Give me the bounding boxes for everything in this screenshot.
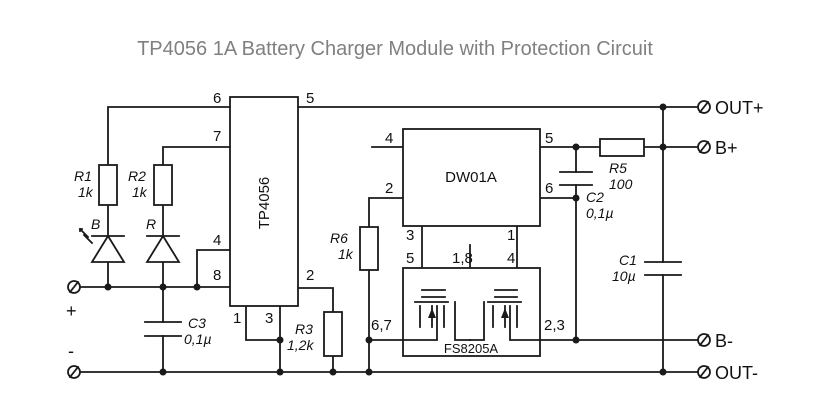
component-labels: R1 1k R2 1k B R C3 0,1µ R3 1,2k R6 1k R5… (74, 160, 637, 353)
r2-name: R2 (128, 168, 146, 184)
resistor-r5 (599, 138, 645, 157)
r6-name: R6 (330, 230, 348, 246)
resistor-r6 (359, 226, 379, 271)
dw01a-chip (402, 128, 541, 227)
led-r-name: R (146, 216, 156, 232)
r3-value: 1,2k (287, 337, 314, 353)
r1-name: R1 (74, 168, 92, 184)
capacitor-c1 (644, 261, 682, 276)
wire-pin4-pin8 (196, 249, 231, 288)
pin-label: 5 (406, 250, 414, 267)
tp4056-chip (229, 96, 299, 307)
pin-label: 6 (213, 90, 221, 107)
resistor-r3 (323, 311, 343, 357)
pin-label: 2 (385, 180, 393, 197)
pin-label: 3 (406, 227, 414, 244)
wire-pin1-pin3 (245, 305, 281, 341)
led-b (78, 227, 126, 263)
wire-pin7-r2 (162, 146, 231, 166)
pin-label: 6,7 (371, 317, 392, 334)
pin-label: 6 (545, 180, 553, 197)
pin-label: 2 (306, 267, 314, 284)
pin-label: 4 (385, 130, 393, 147)
pin-label: 1 (233, 310, 241, 327)
dw01a-label: DW01A (445, 169, 497, 186)
port-out-minus: OUT- (715, 363, 758, 383)
r5-value: 100 (609, 176, 633, 192)
port-b-minus: B- (715, 331, 733, 351)
mosfet-right (469, 289, 541, 341)
wire-pin6-r1 (107, 106, 231, 166)
r6-value: 1k (338, 246, 354, 262)
capacitor-c3 (144, 321, 182, 337)
tp4056-label: TP4056 (256, 177, 273, 230)
c2-name: C2 (586, 189, 604, 205)
r5-name: R5 (609, 160, 627, 176)
port-in-minus: - (68, 341, 74, 361)
diagram-title: TP4056 1A Battery Charger Module with Pr… (137, 38, 653, 60)
port-b-plus: B+ (715, 138, 738, 158)
pin-label: 1,8 (452, 250, 473, 267)
port-in-plus: + (66, 301, 77, 321)
r1-value: 1k (78, 184, 94, 200)
led-r (145, 234, 181, 263)
r3-name: R3 (295, 321, 313, 337)
c1-name: C1 (619, 252, 637, 268)
wire-dw-pin2-r6 (368, 197, 404, 228)
pin-label: 4 (213, 232, 221, 249)
pin-label: 2,3 (544, 317, 565, 334)
resistor-r1 (98, 164, 118, 206)
r2-value: 1k (132, 184, 148, 200)
mosfet-left (402, 289, 471, 341)
pin-label: 5 (545, 130, 553, 147)
pin-label: 1 (507, 227, 515, 244)
junctions (104, 103, 667, 376)
pin-label: 3 (265, 310, 273, 327)
pin-label: 8 (213, 267, 221, 284)
led-b-name: B (91, 216, 100, 232)
fs8205a-label: FS8205A (444, 341, 499, 356)
capacitor-c2 (559, 171, 593, 186)
wires (79, 106, 699, 373)
resistor-r2 (153, 164, 173, 206)
terminals (67, 100, 711, 379)
pin-label: 5 (306, 90, 314, 107)
port-labels: OUT+ B+ B- OUT- + - (66, 98, 764, 383)
pin-label: 7 (213, 128, 221, 145)
pin-label: 4 (507, 250, 515, 267)
pin-labels: 6 5 7 4 8 2 1 3 4 5 2 6 3 1 5 1,8 4 6,7 … (213, 90, 565, 334)
port-out-plus: OUT+ (715, 98, 764, 118)
c1-value: 10µ (612, 268, 636, 284)
c2-value: 0,1µ (586, 205, 614, 221)
c3-value: 0,1µ (184, 331, 212, 347)
wire-pin2-r3 (297, 287, 334, 313)
c3-name: C3 (188, 315, 206, 331)
